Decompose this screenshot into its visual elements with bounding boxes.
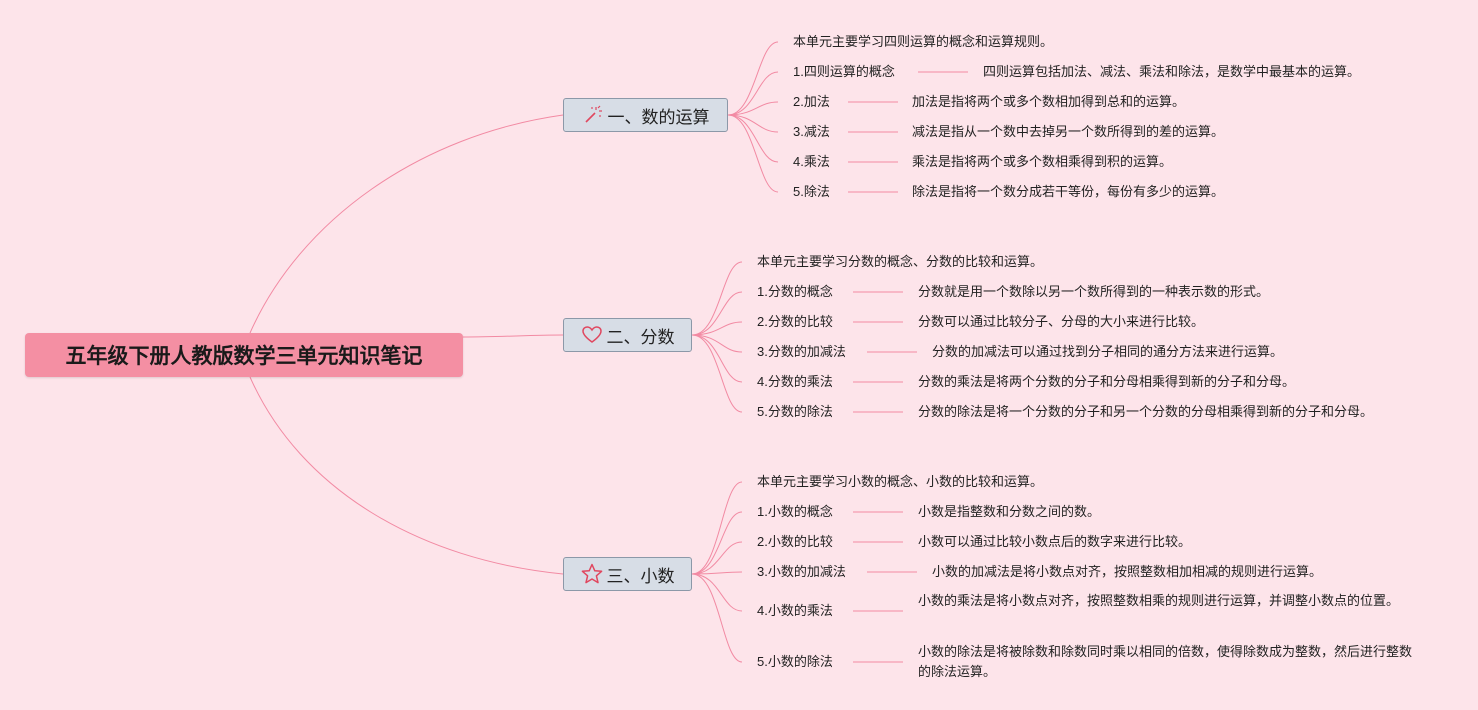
subtopic-connector [691,321,743,336]
subtopic-description: 分数的乘法是将两个分数的分子和分母相乘得到新的分子和分母。 [918,374,1296,389]
subtopic-connector [691,541,743,575]
subtopic-term[interactable]: 5.小数的除法 [757,654,833,669]
subtopic-connector [727,71,779,116]
subtopic-term[interactable]: 2.小数的比较 [757,534,833,549]
subtopic-description: 小数的乘法是将小数点对齐，按照整数相乘的规则进行运算，并调整小数点的位置。 [918,593,1400,608]
subtopic-description: 小数的加减法是将小数点对齐，按照整数相加相减的规则进行运算。 [932,564,1323,579]
branch-intro: 本单元主要学习分数的概念、分数的比较和运算。 [757,254,1044,269]
subtopic-term[interactable]: 1.小数的概念 [757,504,833,519]
root-branch-connector [249,114,564,334]
subtopic-term[interactable]: 3.小数的加减法 [757,564,846,579]
subtopic-connector [691,571,743,575]
subtopic-description: 小数可以通过比较小数点后的数字来进行比较。 [918,534,1192,549]
branch-intro: 本单元主要学习小数的概念、小数的比较和运算。 [757,474,1044,489]
subtopic-description: 分数的加减法可以通过找到分子相同的通分方法来进行运算。 [932,344,1284,359]
root-node[interactable]: 五年级下册人教版数学三单元知识笔记 [25,333,463,377]
subtopic-connector [691,573,743,663]
topic-fractions[interactable]: 二、分数 [563,318,692,352]
root-branch-connector [249,376,564,575]
subtopic-term[interactable]: 3.减法 [793,124,830,139]
subtopic-term[interactable]: 1.分数的概念 [757,284,833,299]
subtopic-description: 分数的除法是将一个分数的分子和另一个分数的分母相乘得到新的分子和分母。 [918,404,1374,419]
root-title: 五年级下册人教版数学三单元知识笔记 [65,345,423,368]
subtopic-description: 除法是指将一个数分成若干等份，每份有多少的运算。 [912,184,1225,199]
subtopic-connector [727,114,779,133]
topic-arithmetic[interactable]: 一、数的运算 [563,98,728,132]
topic-label: 二、分数 [606,327,675,347]
subtopic-term[interactable]: 3.分数的加减法 [757,344,846,359]
heart-icon [581,324,603,346]
subtopic-connector [691,291,743,336]
subtopic-connector [691,261,743,336]
subtopic-description: 小数是指整数和分数之间的数。 [918,504,1101,519]
subtopic-connector [691,334,743,383]
subtopic-description: 减法是指从一个数中去掉另一个数所得到的差的运算。 [912,124,1225,139]
star-icon [581,563,603,585]
topic-label: 三、小数 [606,566,675,586]
subtopic-connector [691,511,743,575]
root-branch-connector [462,334,564,338]
subtopic-connector [727,41,779,116]
subtopic-connector [727,101,779,116]
topic-label: 一、数的运算 [607,107,710,127]
subtopic-description: 乘法是指将两个或多个数相乘得到积的运算。 [912,154,1173,169]
subtopic-term[interactable]: 2.分数的比较 [757,314,833,329]
subtopic-description: 分数可以通过比较分子、分母的大小来进行比较。 [918,314,1205,329]
subtopic-description: 分数就是用一个数除以另一个数所得到的一种表示数的形式。 [918,284,1270,299]
subtopic-connector [727,114,779,193]
subtopic-connector [691,334,743,353]
branch-intro: 本单元主要学习四则运算的概念和运算规则。 [793,34,1054,49]
subtopic-term[interactable]: 2.加法 [793,94,830,109]
subtopic-term[interactable]: 5.除法 [793,184,830,199]
subtopic-description: 四则运算包括加法、减法、乘法和除法，是数学中最基本的运算。 [983,64,1361,79]
subtopic-description: 小数的除法是将被除数和除数同时乘以相同的倍数，使得除数成为整数，然后进行整数的除… [918,644,1413,679]
subtopic-term[interactable]: 5.分数的除法 [757,404,833,419]
topic-decimals[interactable]: 三、小数 [563,557,692,591]
subtopic-description: 加法是指将两个或多个数相加得到总和的运算。 [912,94,1186,109]
subtopic-term[interactable]: 4.小数的乘法 [757,603,833,618]
subtopic-connector [691,334,743,413]
subtopic-connector [691,481,743,575]
subtopic-connector [727,114,779,163]
magic-wand-icon [582,104,604,126]
subtopic-term[interactable]: 4.乘法 [793,154,830,169]
subtopic-term[interactable]: 4.分数的乘法 [757,374,833,389]
subtopic-term[interactable]: 1.四则运算的概念 [793,64,895,79]
subtopic-connector [691,573,743,612]
